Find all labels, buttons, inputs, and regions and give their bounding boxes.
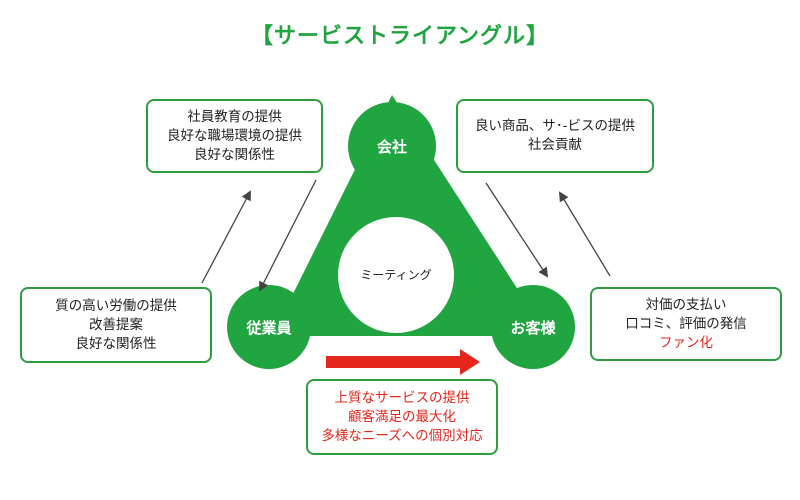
arrow-employees-to-company [201,190,251,284]
box-line: 質の高い労働の提供 [55,297,177,314]
company-label: 会社 [376,138,407,156]
employees-to-customers-box: 上質なサービスの提供 顧客満足の最大化 多様なニーズへの個別対応 [306,379,498,455]
company-to-customers-box: 良い商品、サ･-ビスの提供 社会貢献 [456,99,654,173]
box-line-fan: ファン化 [659,334,713,351]
box-line: 顧客満足の最大化 [348,408,456,425]
meeting-label: ミーティング [360,268,432,282]
employees-label: 従業員 [246,319,292,337]
customers-label: お客様 [510,319,556,337]
employees-node [227,285,311,369]
box-line: 多様なニーズへの個別対応 [321,427,483,444]
employees-to-company-box: 質の高い労働の提供 改善提案 良好な関係性 [20,287,212,363]
red-arrow-head [460,349,480,375]
center-circle [338,217,454,333]
box-line: 良好な関係性 [194,146,275,163]
customers-node [491,285,575,369]
box-line: 良い商品、サ･-ビスの提供 [474,118,636,134]
company-node [348,102,436,190]
box-line: 改善提案 [89,316,143,333]
customers-to-company-box: 対価の支払い 口コミ、評価の発信 ファン化 [590,287,782,361]
box-line: 口コミ、評価の発信 [625,315,747,332]
company-to-employees-box: 社員教育の提供 良好な職場環境の提供 良好な関係性 [146,99,323,173]
box-line: 社員教育の提供 [187,108,282,125]
arrow-company-to-employees [259,179,317,292]
red-arrow-shaft [326,356,464,368]
box-line: 良好な関係性 [75,335,157,352]
box-line: 上質なサービスの提供 [334,389,470,406]
box-line: 良好な職場環境の提供 [167,127,302,144]
box-line: 対価の支払い [645,296,727,313]
arrow-company-to-customers [485,182,549,278]
box-line: 社会貢献 [528,137,582,153]
arrow-customers-to-company [558,191,611,277]
page-title: 【サービストライアングル】 [250,24,550,49]
